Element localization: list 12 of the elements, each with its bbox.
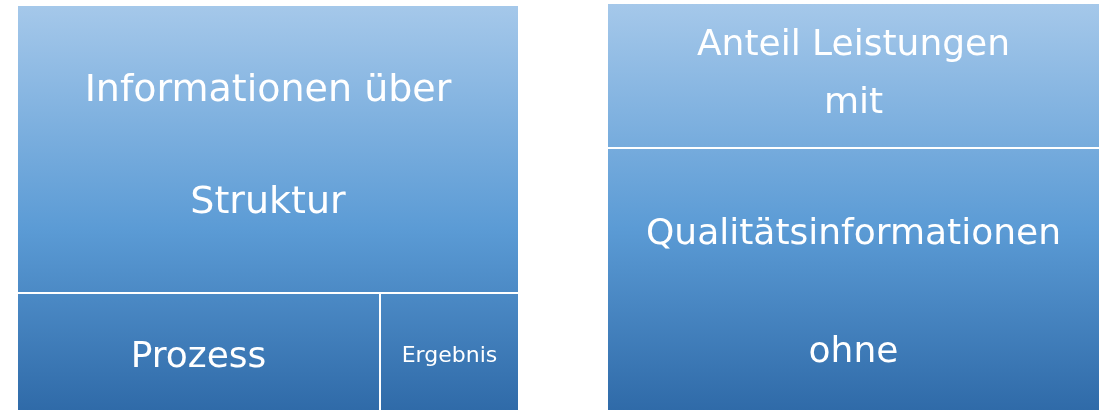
treemap-tile bbox=[380, 293, 519, 411]
treemap-tile bbox=[607, 148, 1100, 411]
tile-label: Ergebnis bbox=[400, 342, 499, 367]
treemap-tile bbox=[17, 293, 380, 411]
tile-label: ohne bbox=[807, 329, 900, 370]
treemap-tile bbox=[17, 5, 519, 293]
tile-label: Qualitätsinformationen bbox=[645, 211, 1062, 252]
tile-label: Struktur bbox=[189, 178, 347, 222]
tile-label: Informationen über bbox=[83, 66, 453, 110]
treemap-tile bbox=[607, 3, 1100, 148]
tile-label: Prozess bbox=[129, 334, 268, 375]
tile-label: Anteil Leistungen mit bbox=[695, 21, 1012, 123]
